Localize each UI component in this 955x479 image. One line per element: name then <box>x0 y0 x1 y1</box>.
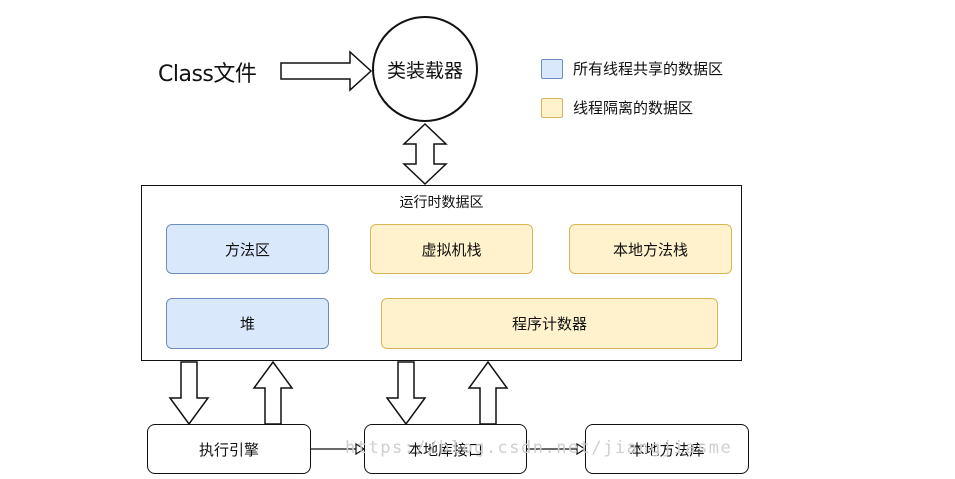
legend-label-shared: 所有线程共享的数据区 <box>573 60 724 78</box>
legend-swatch-isolated <box>541 97 563 118</box>
class-loader-node: 类装载器 <box>372 16 478 122</box>
execution-engine-box: 执行引擎 <box>147 424 311 474</box>
program-counter-label: 程序计数器 <box>511 315 587 333</box>
legend-swatch-shared <box>541 58 563 79</box>
execution-engine-label: 执行引擎 <box>198 440 259 459</box>
native-method-stack-label: 本地方法栈 <box>612 240 688 259</box>
runtime-area-title: 运行时数据区 <box>399 195 484 211</box>
interface-to-library-arrowhead <box>576 442 587 456</box>
method-area-label: 方法区 <box>224 240 270 259</box>
legend-label-isolated: 线程隔离的数据区 <box>573 99 694 117</box>
runtime-to-engine-arrow <box>168 361 210 426</box>
legend-item-isolated: 线程隔离的数据区 <box>541 97 693 118</box>
engine-to-runtime-arrow <box>252 360 294 425</box>
watermark-text: https://blog.csdn.net/jiangjiasme <box>345 438 733 458</box>
interface-to-runtime-arrow <box>467 360 509 425</box>
engine-to-interface-arrowhead <box>355 442 366 456</box>
native-interface-box: 本地库接口 <box>364 424 527 474</box>
method-area-box: 方法区 <box>166 224 329 274</box>
loader-runtime-double-arrow <box>402 122 448 186</box>
vm-stack-box: 虚拟机栈 <box>370 224 533 274</box>
native-method-stack-box: 本地方法栈 <box>569 224 732 274</box>
native-interface-label: 本地库接口 <box>407 440 483 459</box>
program-counter-box: 程序计数器 <box>381 298 718 349</box>
heap-label: 堆 <box>239 315 255 333</box>
class-loader-label: 类装载器 <box>386 59 463 82</box>
native-library-label: 本地方法库 <box>629 440 705 459</box>
runtime-to-interface-arrow <box>385 361 427 426</box>
class-file-label: Class文件 <box>158 62 257 87</box>
legend-item-shared: 所有线程共享的数据区 <box>541 58 723 79</box>
class-to-loader-arrow <box>280 50 373 92</box>
native-library-box: 本地方法库 <box>585 424 749 474</box>
vm-stack-label: 虚拟机栈 <box>421 240 482 259</box>
heap-box: 堆 <box>166 298 329 349</box>
